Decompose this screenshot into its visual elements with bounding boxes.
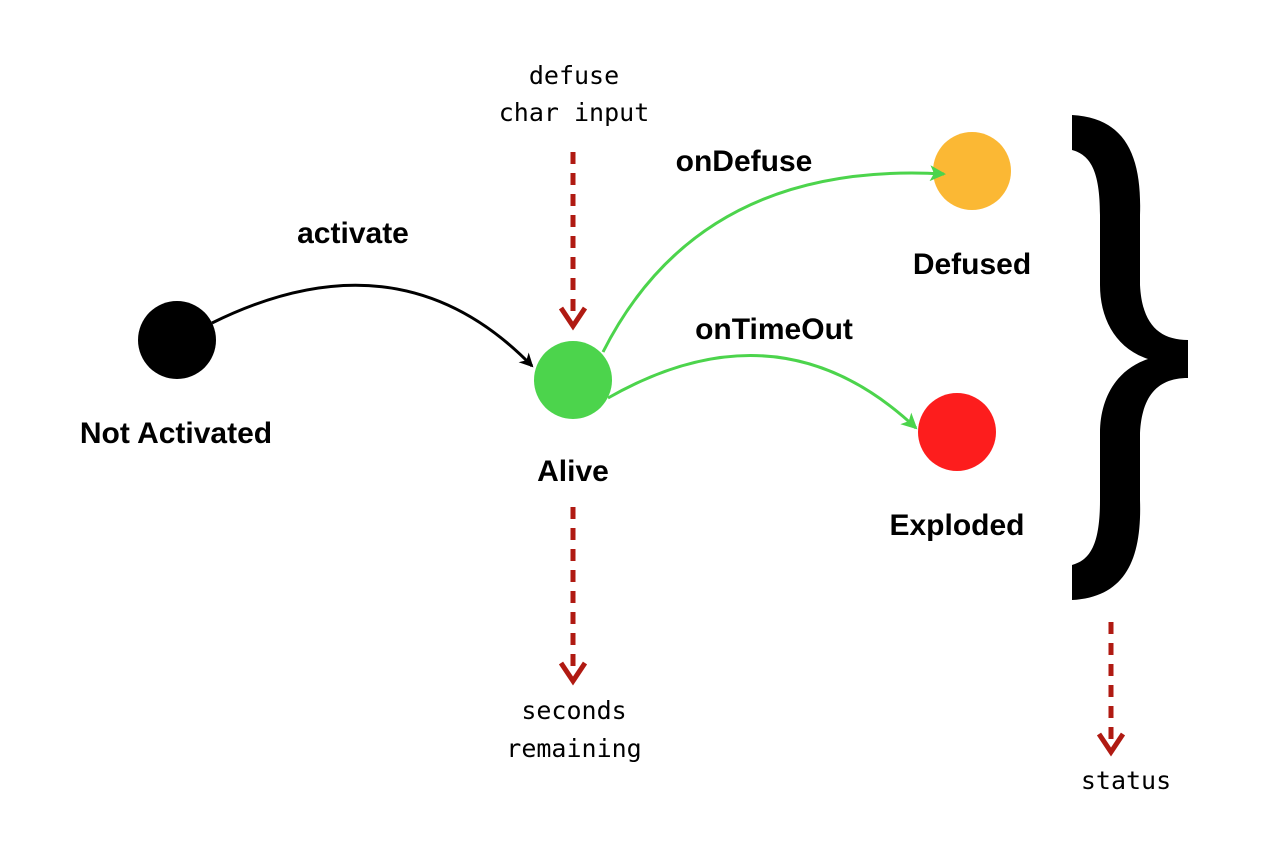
input-defuse-label-line2: char input xyxy=(499,98,650,127)
state-defused-label: Defused xyxy=(913,248,1031,281)
output-status-arrow-head xyxy=(1096,732,1126,757)
output-seconds-label-line2: remaining xyxy=(506,734,641,763)
input-defuse-arrow-head xyxy=(558,306,588,331)
output-status-label: status xyxy=(1081,766,1171,795)
transition-activate-label: activate xyxy=(297,217,409,250)
state-exploded-label: Exploded xyxy=(889,509,1024,542)
transition-on-time-out-arrow xyxy=(607,354,918,430)
curly-brace-icon xyxy=(1072,115,1188,600)
state-not-activated-label: Not Activated xyxy=(80,417,272,450)
state-exploded-node xyxy=(918,393,996,471)
transition-activate-arrow xyxy=(211,283,534,368)
output-seconds-arrow-head xyxy=(558,661,588,686)
state-alive-label: Alive xyxy=(537,455,609,488)
transition-on-defuse-label: onDefuse xyxy=(676,145,813,178)
transition-on-time-out-label: onTimeOut xyxy=(695,313,853,346)
state-alive-node xyxy=(534,341,612,419)
state-defused-node xyxy=(933,132,1011,210)
output-seconds-label-line1: seconds xyxy=(521,696,626,725)
input-defuse-label-line1: defuse xyxy=(529,61,619,90)
state-not-activated-node xyxy=(138,301,216,379)
transition-on-defuse-arrow xyxy=(601,165,946,353)
